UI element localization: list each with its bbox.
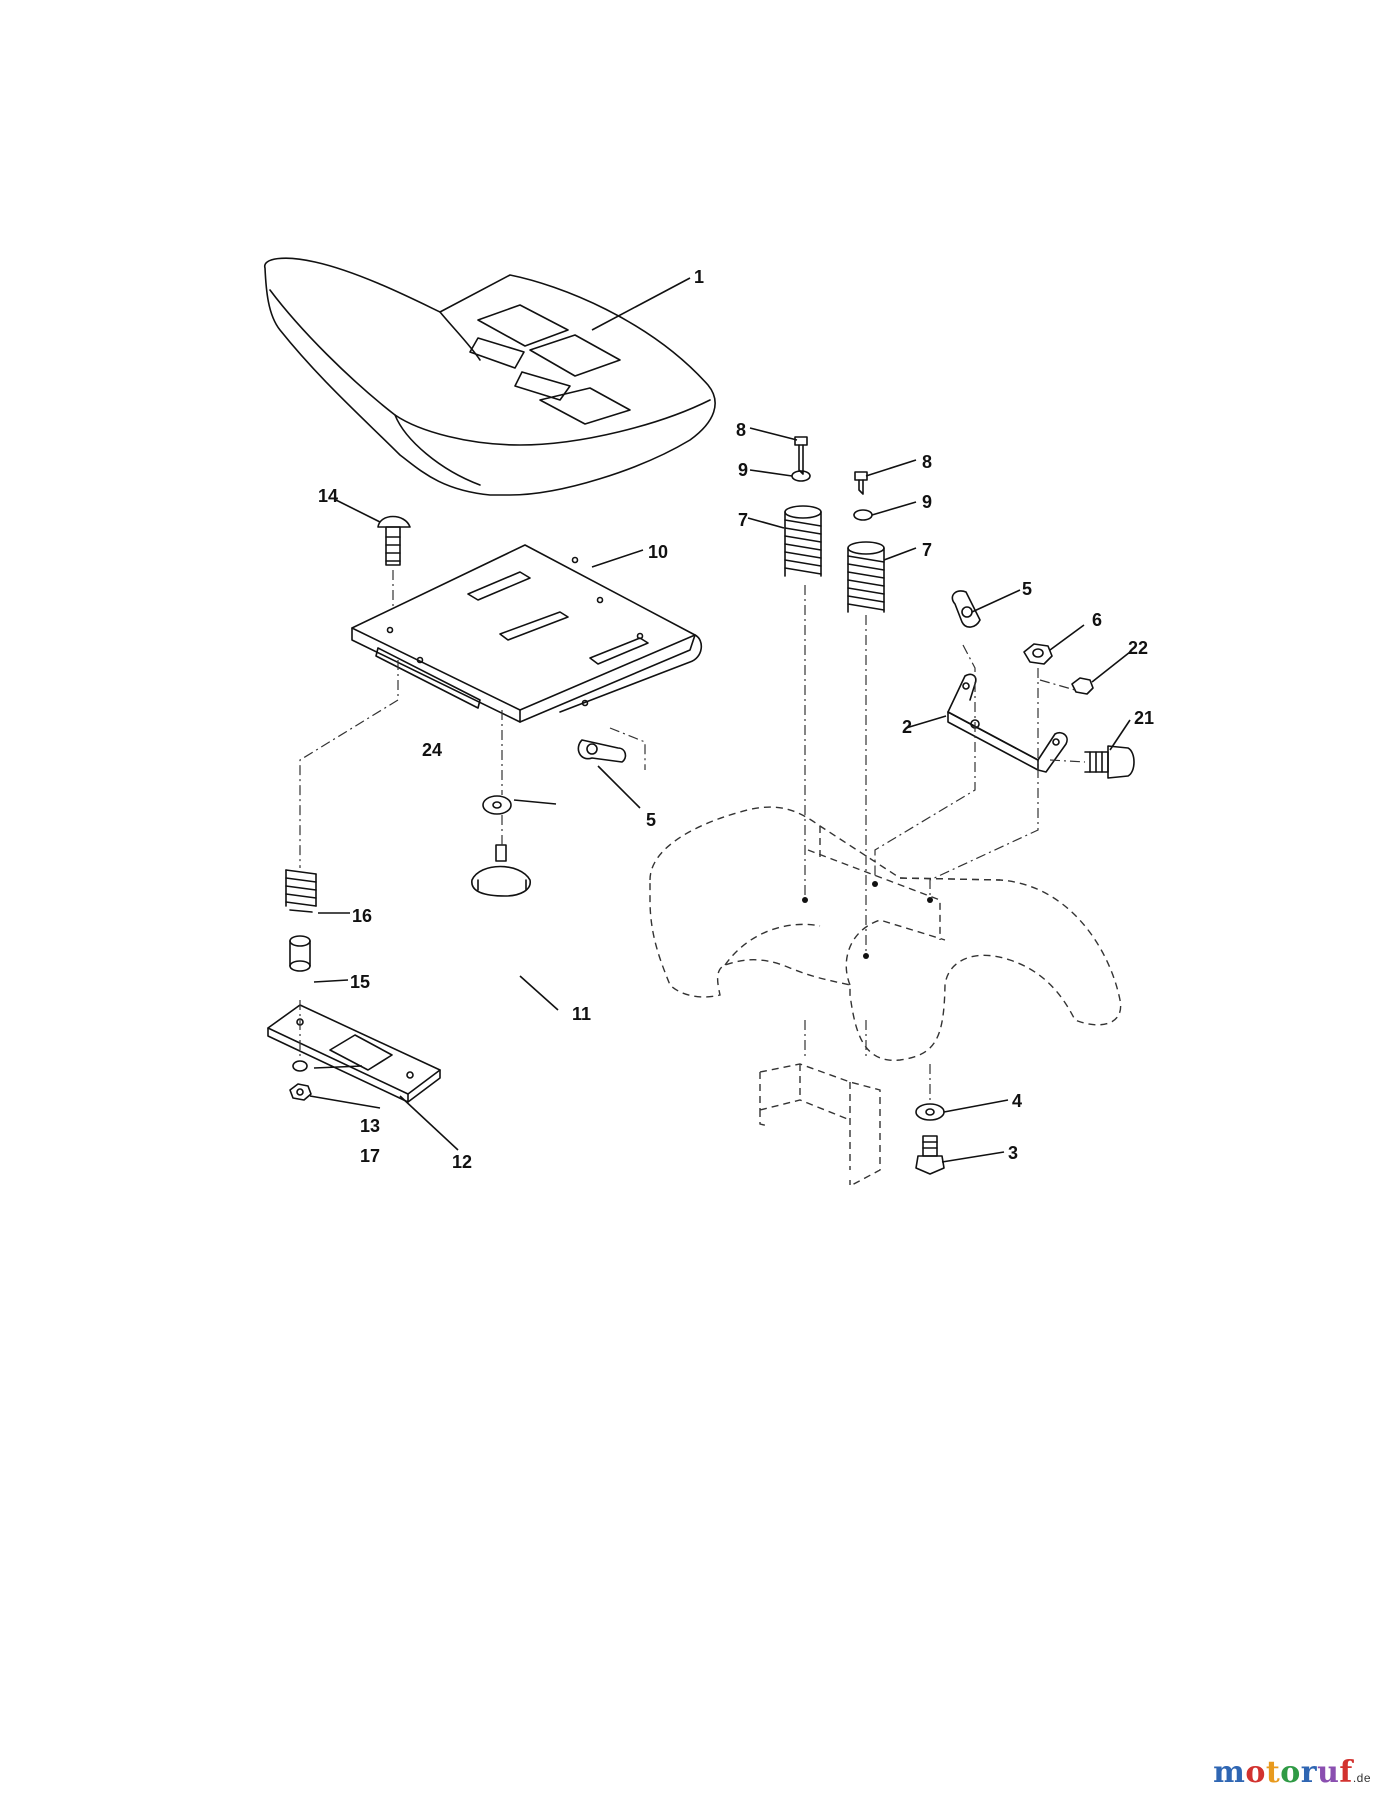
bolt-21 xyxy=(1084,745,1135,779)
label-14: 14 xyxy=(318,486,338,506)
frame-holes xyxy=(802,881,933,959)
spacer xyxy=(289,935,311,972)
logo-letter: u xyxy=(1317,1755,1340,1790)
logo-letter: m xyxy=(1213,1755,1246,1790)
label-8-left: 8 xyxy=(736,420,746,440)
label-7-left: 7 xyxy=(738,510,748,530)
label-3: 3 xyxy=(1008,1143,1018,1163)
spring-left xyxy=(784,505,822,577)
callout-labels: 1 2 3 4 5 5 6 7 7 8 8 9 9 10 11 12 13 14… xyxy=(318,267,1154,1172)
logo-letter: r xyxy=(1300,1755,1318,1790)
label-16: 16 xyxy=(352,906,372,926)
tractor-frame xyxy=(649,806,1122,1188)
label-5-right: 5 xyxy=(1022,579,1032,599)
label-8-right: 8 xyxy=(922,452,932,472)
label-6: 6 xyxy=(1092,610,1102,630)
spring-16 xyxy=(285,869,317,913)
washer-4 xyxy=(915,1103,945,1121)
label-2: 2 xyxy=(902,717,912,737)
center-lines xyxy=(299,570,1086,1102)
slide-plate xyxy=(267,1004,441,1103)
label-5-left: 5 xyxy=(646,810,656,830)
logo-letter: o xyxy=(1245,1755,1266,1790)
motoruf-logo: motoruf.de xyxy=(1213,1755,1371,1790)
washer-24 xyxy=(482,795,512,815)
logo-letter: f xyxy=(1339,1755,1353,1790)
seat-pan xyxy=(351,544,703,723)
nut-6 xyxy=(1023,643,1053,665)
label-10: 10 xyxy=(648,542,668,562)
nut-13 xyxy=(292,1060,308,1072)
bolt-3 xyxy=(915,1135,945,1175)
label-9-right: 9 xyxy=(922,492,932,512)
label-17: 17 xyxy=(360,1146,380,1166)
label-12: 12 xyxy=(452,1152,472,1172)
bracket xyxy=(947,673,1068,773)
clip-right xyxy=(951,590,981,628)
label-4: 4 xyxy=(1012,1091,1022,1111)
label-13: 13 xyxy=(360,1116,380,1136)
clip-left xyxy=(577,739,627,763)
screw-left xyxy=(794,436,808,475)
logo-tld: .de xyxy=(1352,1771,1371,1785)
screw-right xyxy=(854,471,868,495)
logo-letter: o xyxy=(1280,1755,1301,1790)
logo-letter: t xyxy=(1265,1755,1281,1790)
label-7-right: 7 xyxy=(922,540,932,560)
label-11: 11 xyxy=(572,1004,591,1024)
seat xyxy=(264,257,716,496)
washer-right xyxy=(853,509,873,521)
label-22: 22 xyxy=(1128,638,1148,658)
carriage-bolt xyxy=(377,515,411,566)
label-21: 21 xyxy=(1134,708,1154,728)
knob xyxy=(471,844,531,897)
label-9-left: 9 xyxy=(738,460,748,480)
label-15: 15 xyxy=(350,972,370,992)
label-1: 1 xyxy=(694,267,704,287)
callout-leaders xyxy=(309,277,1131,1163)
locknut-17 xyxy=(289,1083,312,1101)
spring-right xyxy=(847,541,885,613)
nut-22 xyxy=(1071,677,1094,695)
label-24: 24 xyxy=(422,740,442,760)
